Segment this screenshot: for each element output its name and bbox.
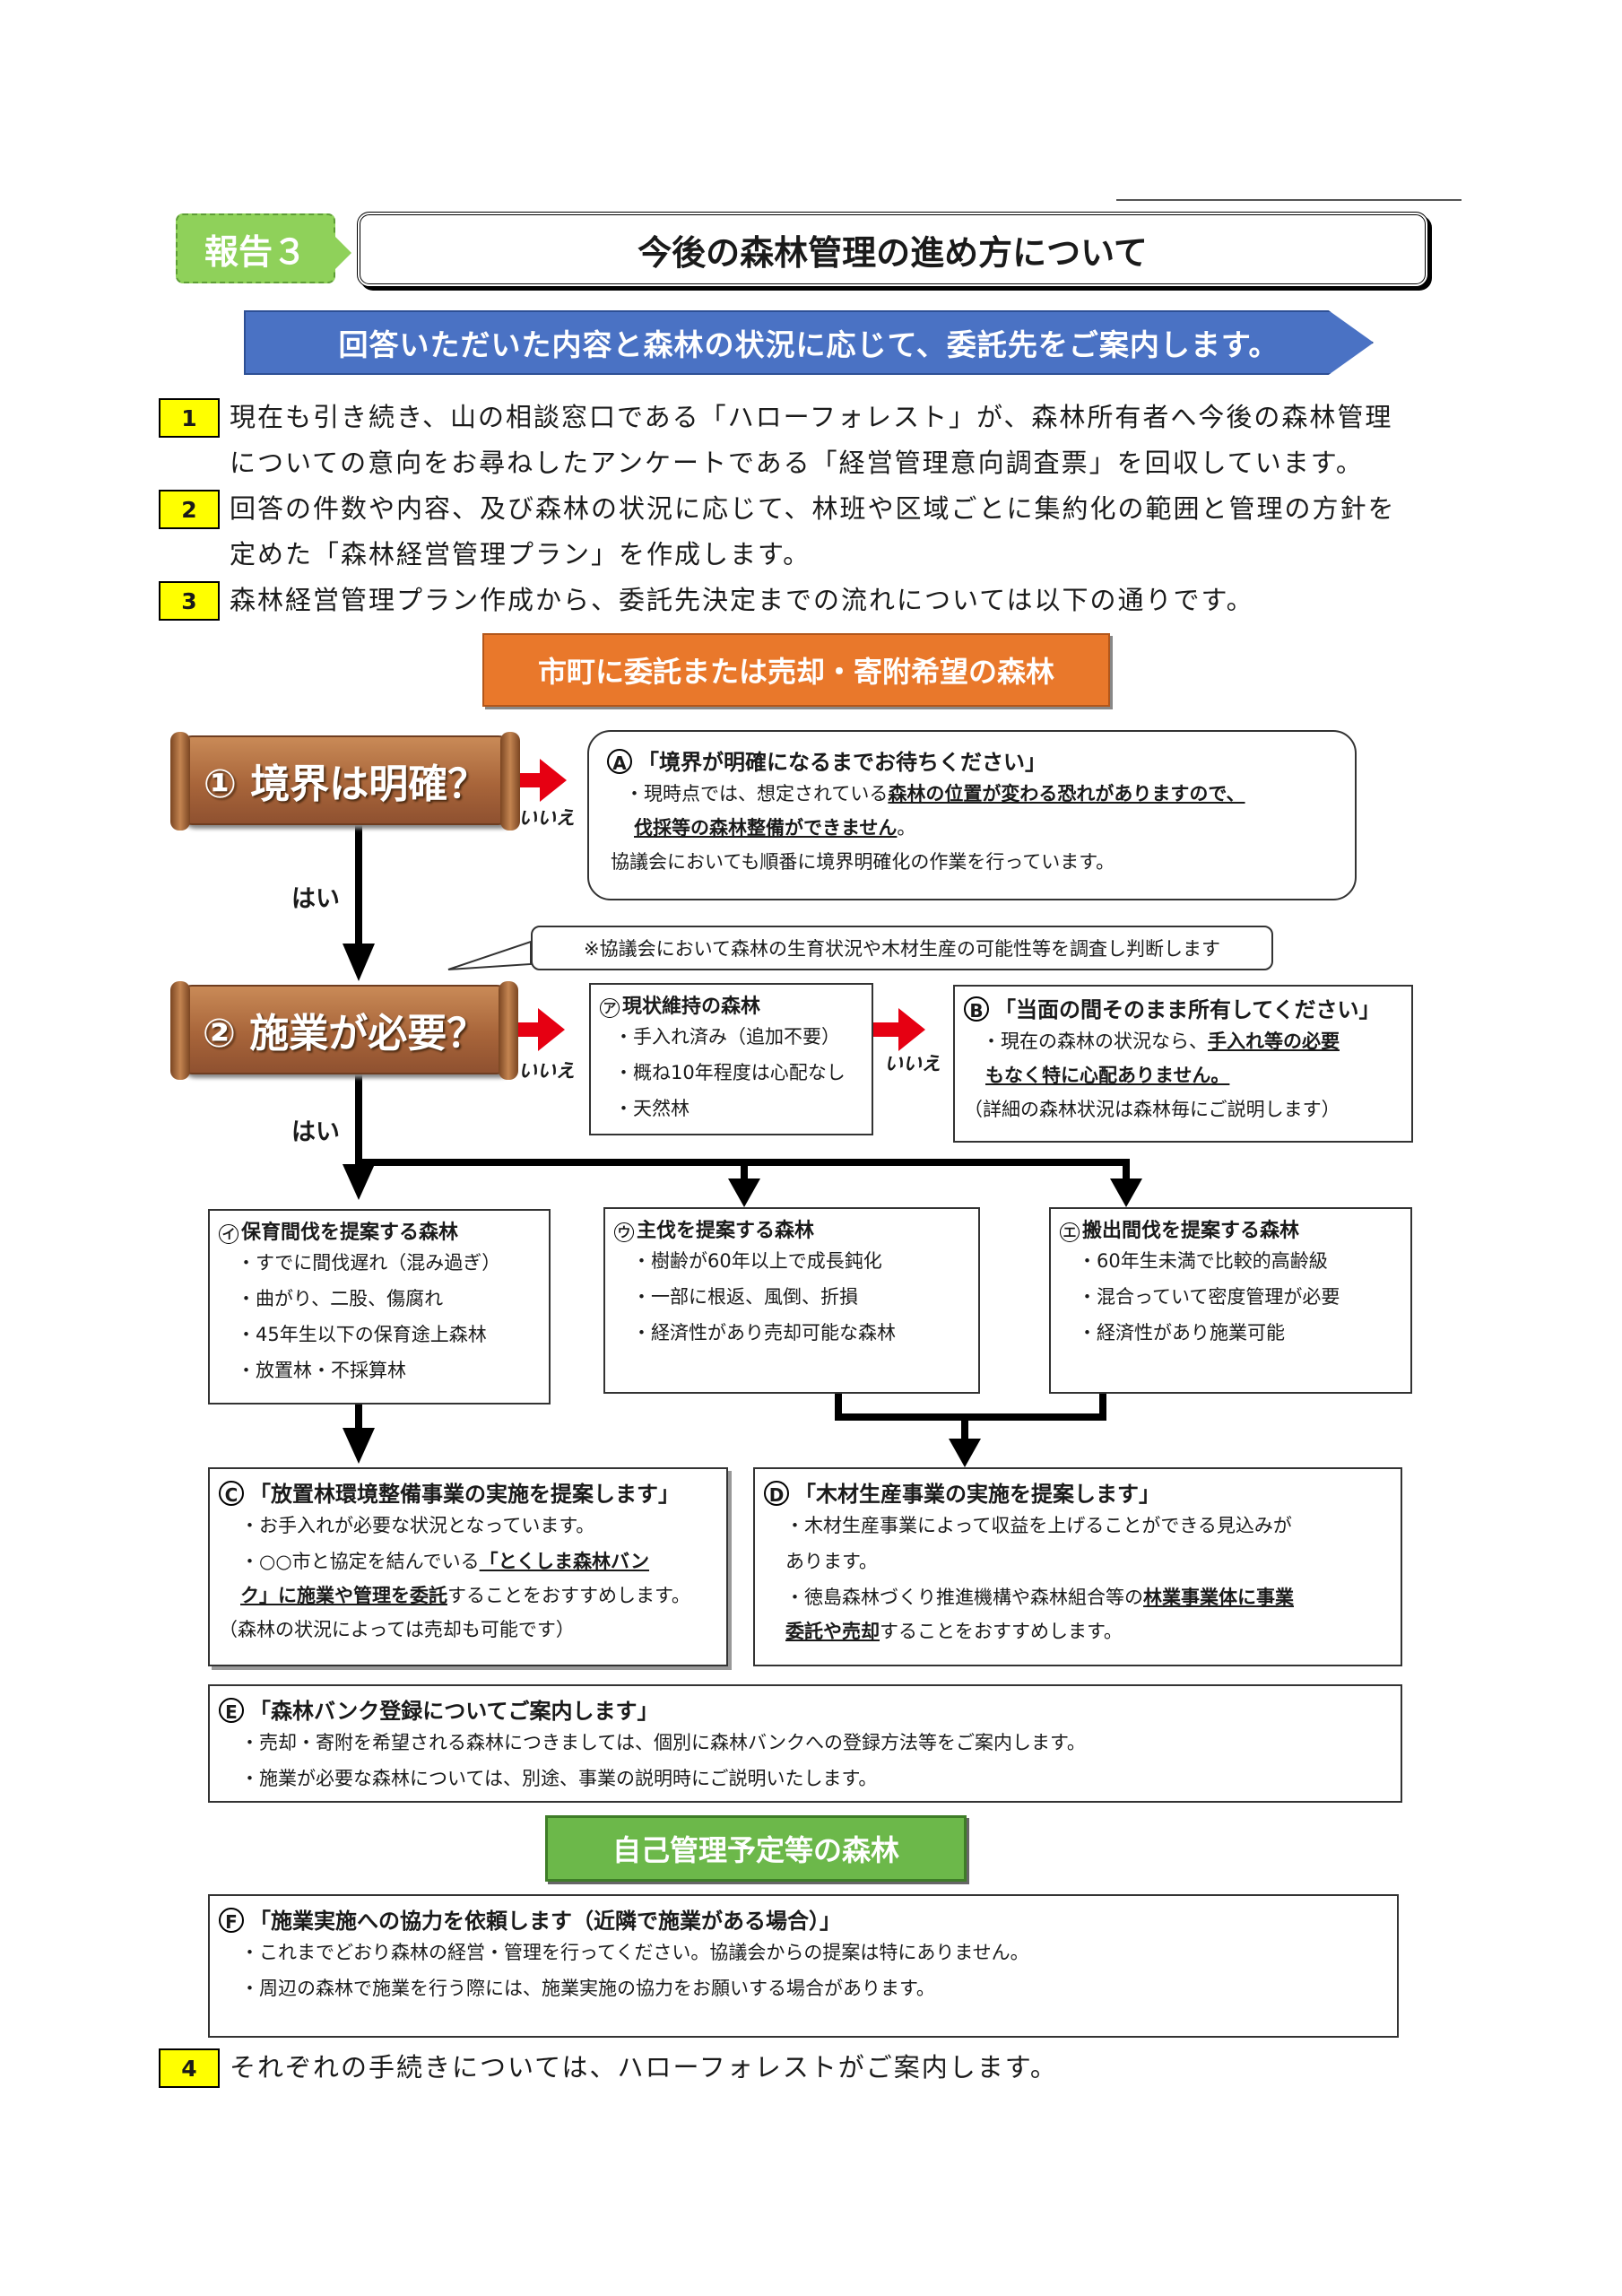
no-label: いいえ — [884, 1049, 941, 1076]
no-arrow-a — [873, 1008, 925, 1051]
mark-d: D — [764, 1481, 789, 1506]
section-entrust: 市町に委託または売却・寄附希望の森林 — [482, 633, 1110, 707]
item-number: 2 — [159, 490, 220, 529]
mark-e-large: E — [219, 1698, 244, 1723]
top-rule — [1116, 199, 1462, 201]
intro-banner: 回答いただいた内容と森林の状況に応じて、委託先をご案内します。 — [244, 310, 1374, 375]
box-f: F「施業実施への協力を依頼します（近隣で施業がある場合）」 ・これまでどおり森林… — [208, 1894, 1399, 2038]
item-number: 3 — [159, 581, 220, 621]
question-boundary: ① 境界は明確？ — [179, 735, 511, 825]
no-label: いいえ — [518, 804, 575, 831]
box-extraction-thinning: エ搬出間伐を提案する森林 ・60年生未満で比較的高齢級 ・混合っていて密度管理が… — [1049, 1207, 1412, 1394]
box-d: D「木材生産事業の実施を提案します」 ・木材生産事業によって収益を上げることがで… — [753, 1467, 1402, 1666]
question-treatment: ② 施業が必要？ — [179, 985, 509, 1074]
section-self-managed: 自己管理予定等の森林 — [545, 1815, 967, 1882]
box-b: B「当面の間そのまま所有してください」 ・現在の森林の状況なら、手入れ等の必要 … — [953, 985, 1413, 1143]
item-number: 4 — [159, 2048, 220, 2088]
mark-e: エ — [1060, 1222, 1080, 1242]
box-e: E「森林バンク登録についてご案内します」 ・売却・寄附を希望される森林につきまし… — [208, 1684, 1402, 1803]
report-tag-arrow — [334, 235, 351, 271]
item-text: それぞれの手続きについては、ハローフォレストがご案内します。 — [230, 2045, 1058, 2091]
mark-a: A — [607, 749, 632, 774]
no-label: いいえ — [518, 1057, 575, 1083]
mark-a-small: ア — [600, 998, 620, 1018]
page-title: 今後の森林管理の進め方について — [357, 212, 1428, 287]
item-text: 回答の件数や内容、及び森林の状況に応じて、林班や区域ごとに集約化の範囲と管理の方… — [230, 486, 1396, 578]
survey-callout: ※協議会において森林の生育状況や木材生産の可能性等を調査し判断します — [531, 926, 1273, 970]
mark-b: B — [964, 996, 989, 1022]
mark-u: ウ — [614, 1222, 634, 1242]
box-maintain: ア現状維持の森林 ・手入れ済み（追加不要） ・概ね10年程度は心配なし ・天然林 — [589, 983, 873, 1135]
mark-c: C — [219, 1481, 244, 1506]
item-text: 現在も引き続き、山の相談窓口である「ハローフォレスト」が、森林所有者へ今後の森林… — [230, 395, 1392, 486]
mark-i: イ — [219, 1224, 239, 1244]
item-number: 1 — [159, 398, 220, 438]
box-a: A「境界が明確になるまでお待ちください」 ・現時点では、想定されている森林の位置… — [587, 730, 1357, 900]
yes-label: はい — [291, 879, 340, 914]
mark-f: F — [219, 1908, 244, 1933]
item-text: 森林経営管理プラン作成から、委託先決定までの流れについては以下の通りです。 — [230, 578, 1254, 623]
box-final-cut: ウ主伐を提案する森林 ・樹齢が60年以上で成長鈍化 ・一部に根返、風倒、折損 ・… — [603, 1207, 980, 1394]
yes-label: はい — [291, 1112, 340, 1147]
report-tag: 報告３ — [176, 213, 335, 283]
no-arrow-q2 — [511, 1008, 565, 1051]
box-thinning: イ保育間伐を提案する森林 ・すでに間伐遅れ（混み過ぎ） ・曲がり、二股、傷腐れ … — [208, 1209, 551, 1405]
no-arrow-q1 — [513, 759, 567, 802]
box-c: C「放置林環境整備事業の実施を提案します」 ・お手入れが必要な状況となっています… — [208, 1467, 728, 1666]
